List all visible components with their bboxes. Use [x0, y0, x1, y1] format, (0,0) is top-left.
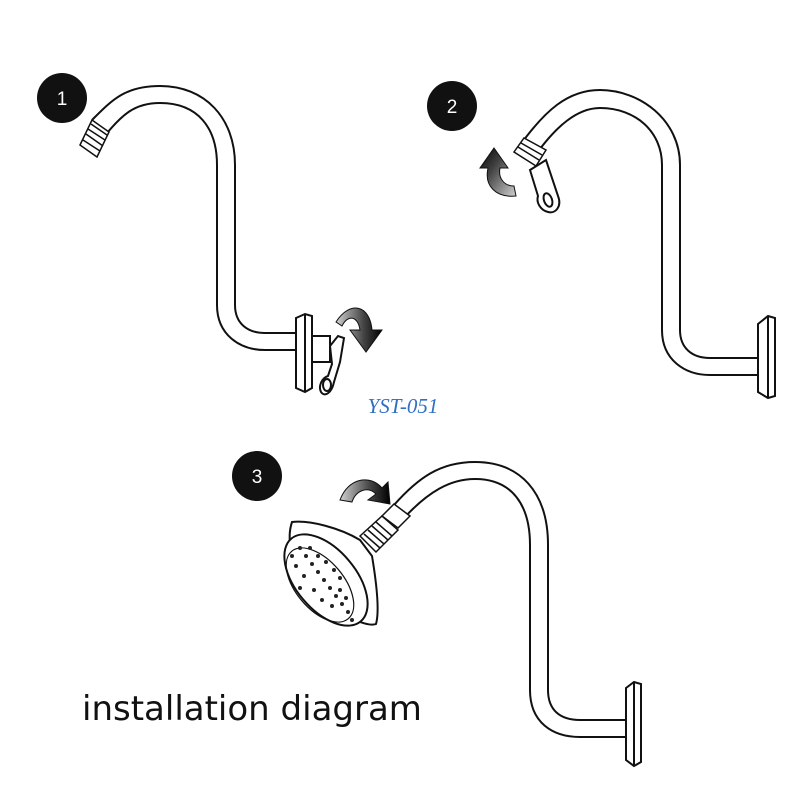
- shower-arm-step-3: [393, 461, 630, 738]
- ball-joint-step-3: [358, 503, 412, 554]
- rotate-arrow-step-1: [335, 307, 383, 353]
- rotate-arrow-step-3: [339, 479, 391, 505]
- step-1-badge: 1: [37, 73, 87, 123]
- step-3-number: 3: [252, 467, 263, 488]
- step-1-number: 1: [57, 89, 68, 110]
- model-label: YST-051: [368, 394, 439, 418]
- diagram-caption: installation diagram: [82, 689, 422, 729]
- flange-step-3: [625, 680, 642, 768]
- flange-step-1: [295, 312, 313, 394]
- rotate-arrow-step-2: [479, 147, 517, 197]
- flange-step-2: [757, 314, 776, 400]
- connector-step-2: [512, 137, 548, 168]
- step-2-badge: 2: [427, 81, 477, 131]
- wrench-step-1: [311, 334, 346, 396]
- step-2-group: 2: [427, 81, 776, 400]
- shower-head-nozzles: [290, 546, 354, 622]
- shower-arm-step-2: [517, 89, 762, 376]
- wrench-step-2: [528, 158, 561, 214]
- shower-arm-step-1: [91, 85, 302, 351]
- step-3-group: 3: [232, 451, 642, 768]
- thread-end-step-1: [79, 118, 110, 159]
- step-2-number: 2: [447, 97, 458, 118]
- shower-head: [283, 520, 379, 627]
- step-1-group: 1 YST-051: [37, 73, 438, 418]
- step-3-badge: 3: [232, 451, 282, 501]
